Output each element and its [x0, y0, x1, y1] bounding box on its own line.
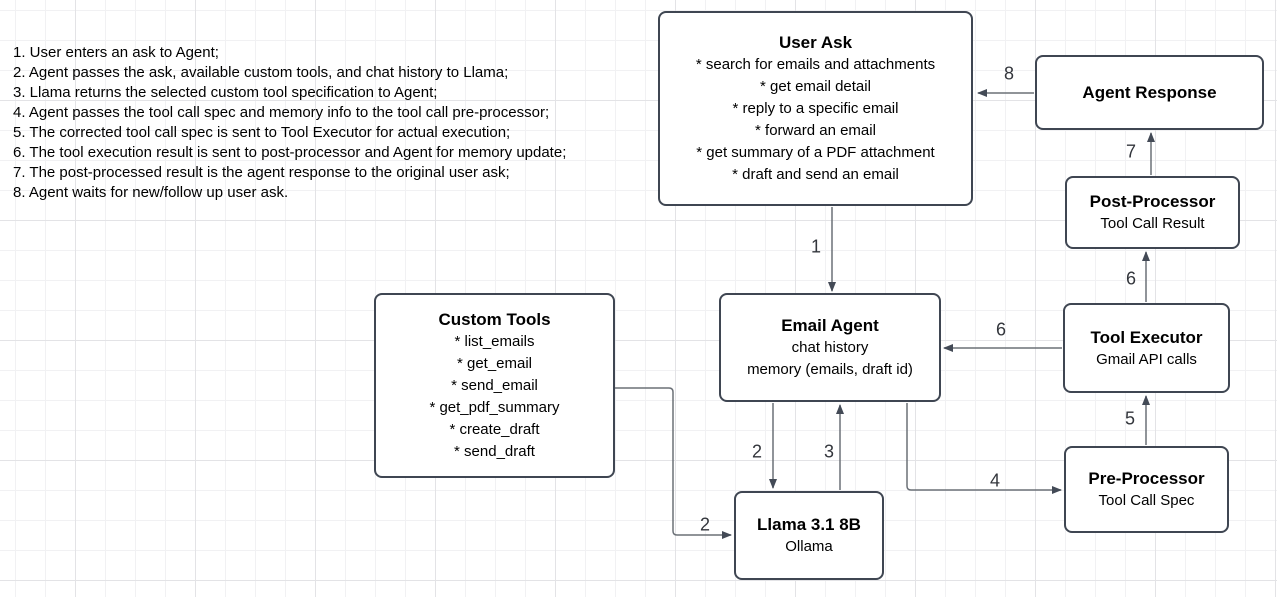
note-line: 4. Agent passes the tool call spec and m…: [13, 104, 550, 121]
node-title: Pre-Processor: [1088, 469, 1205, 488]
node-title: Agent Response: [1082, 83, 1217, 102]
node-line: * get summary of a PDF attachment: [696, 144, 935, 161]
edge-label-step8: 8: [1003, 63, 1015, 84]
note-line: 1. User enters an ask to Agent;: [13, 44, 219, 61]
node-subtitle: Gmail API calls: [1096, 350, 1197, 368]
node-title: User Ask: [778, 33, 853, 52]
node-line: memory (emails, draft id): [747, 361, 913, 378]
custom-tools-node: Custom Tools * list_emails * get_email *…: [374, 293, 615, 478]
edge-label-step7: 7: [1125, 141, 1137, 162]
node-title: Llama 3.1 8B: [757, 515, 861, 534]
edge-label-step1: 1: [810, 236, 822, 257]
node-title: Custom Tools: [438, 310, 551, 329]
note-line: 8. Agent waits for new/follow up user as…: [13, 184, 289, 201]
node-line: * get_pdf_summary: [429, 399, 560, 416]
edge-step2-customtools-to-llama: [615, 387, 732, 539]
note-line: 6. The tool execution result is sent to …: [13, 144, 567, 161]
edge-label-step3: 3: [823, 441, 835, 462]
pre-processor-node: Pre-Processor Tool Call Spec: [1064, 446, 1229, 533]
flow-notes: 1. User enters an ask to Agent; 2. Agent…: [13, 43, 566, 203]
node-line: * search for emails and attachments: [695, 56, 936, 73]
node-title: Tool Executor: [1090, 327, 1203, 347]
post-processor-node: Post-Processor Tool Call Result: [1065, 176, 1240, 249]
node-line: * create_draft: [449, 421, 540, 438]
node-title: Email Agent: [781, 316, 879, 335]
node-title: Post-Processor: [1089, 192, 1216, 211]
note-line: 5. The corrected tool call spec is sent …: [13, 124, 511, 141]
node-subtitle: Ollama: [785, 538, 833, 555]
edge-label-step2-agent: 2: [751, 441, 763, 462]
node-line: chat history: [791, 339, 869, 356]
node-subtitle: Tool Call Result: [1100, 215, 1205, 232]
llama-node: Llama 3.1 8B Ollama: [734, 491, 884, 580]
edge-label-step6-agent: 6: [995, 319, 1007, 340]
email-agent-node: Email Agent chat history memory (emails,…: [719, 293, 941, 402]
user-ask-node: User Ask * search for emails and attachm…: [658, 11, 973, 206]
node-line: * reply to a specific email: [732, 100, 899, 117]
node-line: * get_email: [456, 355, 533, 372]
node-line: * draft and send an email: [732, 166, 899, 183]
note-line: 2. Agent passes the ask, available custo…: [13, 64, 509, 81]
tool-executor-node: Tool Executor Gmail API calls: [1063, 303, 1230, 393]
edge-label-step6-post: 6: [1125, 268, 1137, 289]
edge-label-step2-tools: 2: [699, 514, 711, 535]
note-line: 3. Llama returns the selected custom too…: [13, 84, 438, 101]
node-line: * get email detail: [760, 78, 871, 95]
node-subtitle: Tool Call Spec: [1098, 492, 1195, 509]
agent-response-node: Agent Response: [1035, 55, 1264, 130]
node-line: * forward an email: [755, 122, 876, 139]
note-line: 7. The post-processed result is the agen…: [13, 164, 510, 181]
edge-step4-emailagent-to-preprocessor: [906, 403, 1062, 494]
node-line: * send_email: [451, 377, 538, 394]
edge-label-step4: 4: [989, 470, 1001, 491]
edge-label-step5: 5: [1124, 408, 1136, 429]
node-line: * list_emails: [454, 333, 535, 350]
node-line: * send_draft: [454, 443, 535, 460]
